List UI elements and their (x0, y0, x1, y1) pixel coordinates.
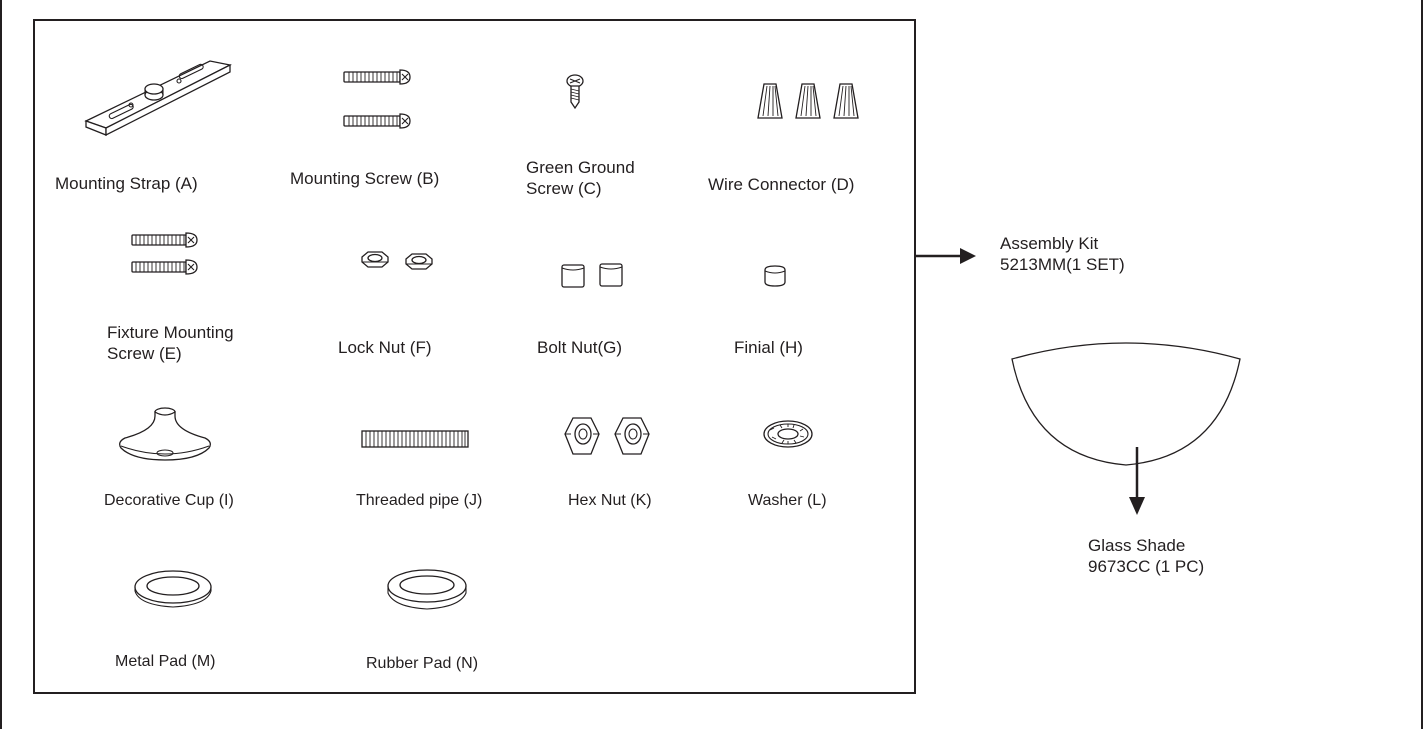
mounting-strap-icon (84, 60, 232, 137)
page-border-right (1421, 0, 1423, 729)
glass-shade-label: Glass Shade 9673CC (1 PC) (1088, 535, 1204, 577)
assembly-kit-label-line2: 5213MM(1 SET) (1000, 255, 1125, 274)
threaded-pipe-label: Threaded pipe (J) (356, 492, 483, 509)
page-border-left (0, 0, 2, 729)
bolt-nuts-icon (561, 263, 623, 288)
washer-label: Washer (L) (748, 492, 827, 509)
rubber-pad-icon (387, 569, 467, 610)
mounting-screws-icon (343, 69, 411, 129)
glass-shade-label-line2: 9673CC (1 PC) (1088, 557, 1205, 576)
washer-icon (763, 420, 813, 448)
green-ground-screw-label: Green Ground Screw (C) (526, 157, 635, 199)
mounting-strap-label: Mounting Strap (A) (55, 174, 198, 193)
wire-connector-label: Wire Connector (D) (708, 175, 855, 194)
fixture-mounting-screw-label-line1: Fixture Mounting (107, 323, 234, 342)
arrow-right-icon (916, 248, 976, 264)
bolt-nut-label: Bolt Nut(G) (537, 338, 623, 357)
finial-icon (764, 265, 786, 287)
arrow-down-icon (1129, 447, 1145, 515)
rubber-pad-label: Rubber Pad (N) (366, 655, 479, 672)
metal-pad-icon (134, 570, 212, 608)
fixture-mounting-screws-icon (131, 232, 198, 275)
glass-shade-label-line1: Glass Shade (1088, 536, 1186, 555)
green-ground-screw-label-line2: Screw (C) (526, 179, 602, 198)
decorative-cup-icon (119, 407, 211, 461)
metal-pad-label: Metal Pad (M) (115, 653, 216, 670)
decorative-cup-label: Decorative Cup (I) (104, 492, 234, 509)
lock-nuts-icon (361, 251, 433, 270)
fixture-mounting-screw-label: Fixture Mounting Screw (E) (107, 322, 234, 364)
green-ground-screw-icon (566, 74, 584, 110)
assembly-kit-label-line1: Assembly Kit (1000, 234, 1099, 253)
hex-nut-label: Hex Nut (K) (568, 492, 652, 509)
green-ground-screw-label-line1: Green Ground (526, 158, 635, 177)
threaded-pipe-icon (361, 430, 469, 448)
assembly-kit-box (33, 19, 916, 694)
hex-nuts-icon (564, 417, 650, 455)
wire-connectors-icon (757, 83, 859, 119)
finial-label: Finial (H) (734, 338, 803, 357)
fixture-mounting-screw-label-line2: Screw (E) (107, 344, 182, 363)
assembly-kit-label: Assembly Kit 5213MM(1 SET) (1000, 233, 1125, 275)
lock-nut-label: Lock Nut (F) (338, 338, 432, 357)
mounting-screw-label: Mounting Screw (B) (290, 169, 440, 188)
glass-shade-icon (1011, 342, 1241, 466)
